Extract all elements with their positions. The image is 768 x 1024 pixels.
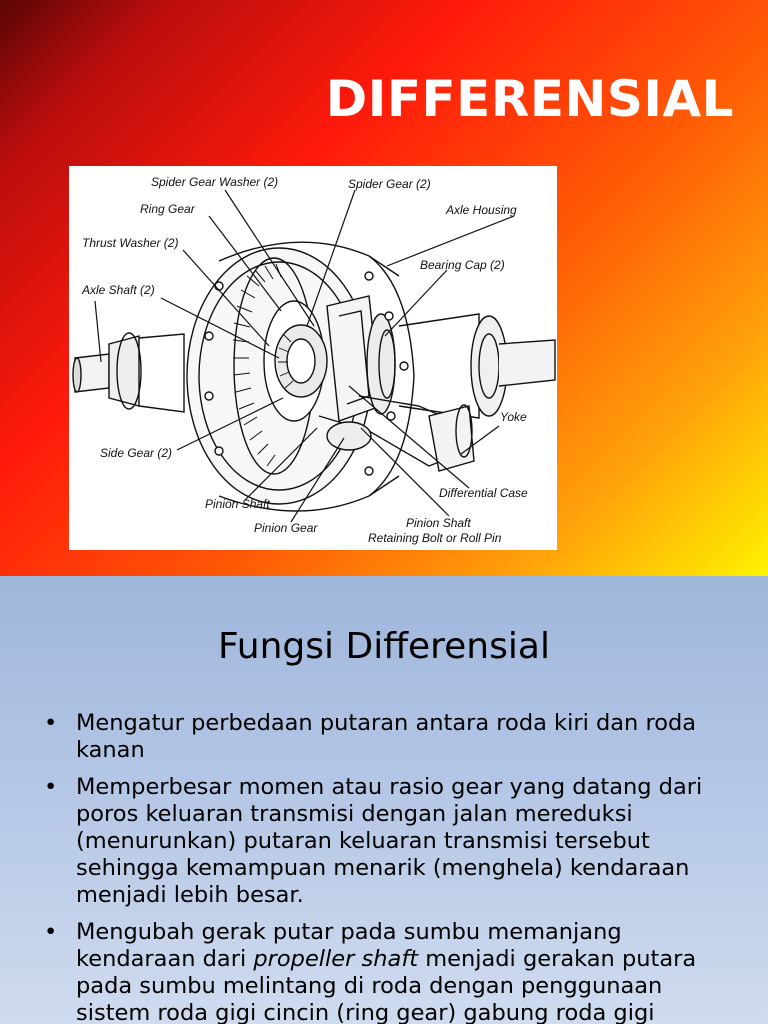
- bullet-text-italic: propeller shaft: [253, 946, 419, 972]
- label-yoke: Yoke: [500, 410, 527, 424]
- bullet-marker: •: [44, 774, 58, 800]
- bullet-item: • Mengubah gerak putar pada sumbu memanj…: [42, 919, 742, 1024]
- differential-drawing: [72, 189, 556, 523]
- label-pinion-shaft: Pinion Shaft: [205, 497, 270, 511]
- label-thrust-washer: Thrust Washer (2): [82, 236, 179, 250]
- label-bearing-cap: Bearing Cap (2): [420, 258, 505, 272]
- bullet-item: • Memperbesar momen atau rasio gear yang…: [42, 774, 742, 909]
- bullet-list: • Mengatur perbedaan putaran antara roda…: [42, 710, 742, 1024]
- bullet-marker: •: [44, 919, 58, 945]
- label-axle-shaft: Axle Shaft (2): [82, 283, 155, 297]
- slide-title: Fungsi Differensial: [218, 626, 550, 667]
- bullet-text: Mengatur perbedaan putaran antara roda k…: [76, 710, 697, 763]
- bullet-text-part: menjadi gerakan putara pada sumbu melint…: [76, 946, 697, 1024]
- label-side-gear: Side Gear (2): [100, 446, 173, 460]
- label-spider-gear-washer: Spider Gear Washer (2): [151, 175, 279, 189]
- bullet-text: Memperbesar momen atau rasio gear yang d…: [76, 774, 703, 908]
- label-pinion-shaft-retaining-1: Pinion Shaft: [406, 516, 471, 530]
- slide-title: DIFFERENSIAL: [325, 70, 734, 128]
- label-ring-gear: Ring Gear: [140, 202, 195, 216]
- slide-title-differensial: DIFFERENSIAL: [0, 0, 768, 576]
- differential-diagram: Spider Gear Washer (2) Spider Gear (2) R…: [69, 166, 557, 550]
- bullet-text: Mengubah gerak putar pada sumbu memanjan…: [76, 919, 696, 1024]
- label-axle-housing: Axle Housing: [446, 203, 517, 217]
- bullet-marker: •: [44, 710, 58, 736]
- slide-fungsi-differensial: Fungsi Differensial • Mengatur perbedaan…: [0, 576, 768, 1024]
- label-pinion-shaft-retaining-2: Retaining Bolt or Roll Pin: [368, 531, 502, 545]
- label-pinion-gear: Pinion Gear: [254, 521, 318, 535]
- label-differential-case: Differential Case: [439, 486, 528, 500]
- bullet-item: • Mengatur perbedaan putaran antara roda…: [42, 710, 742, 764]
- label-spider-gear: Spider Gear (2): [348, 177, 431, 191]
- bullet-text-part: Mengubah gerak putar pada sumbu memanjan…: [76, 919, 622, 972]
